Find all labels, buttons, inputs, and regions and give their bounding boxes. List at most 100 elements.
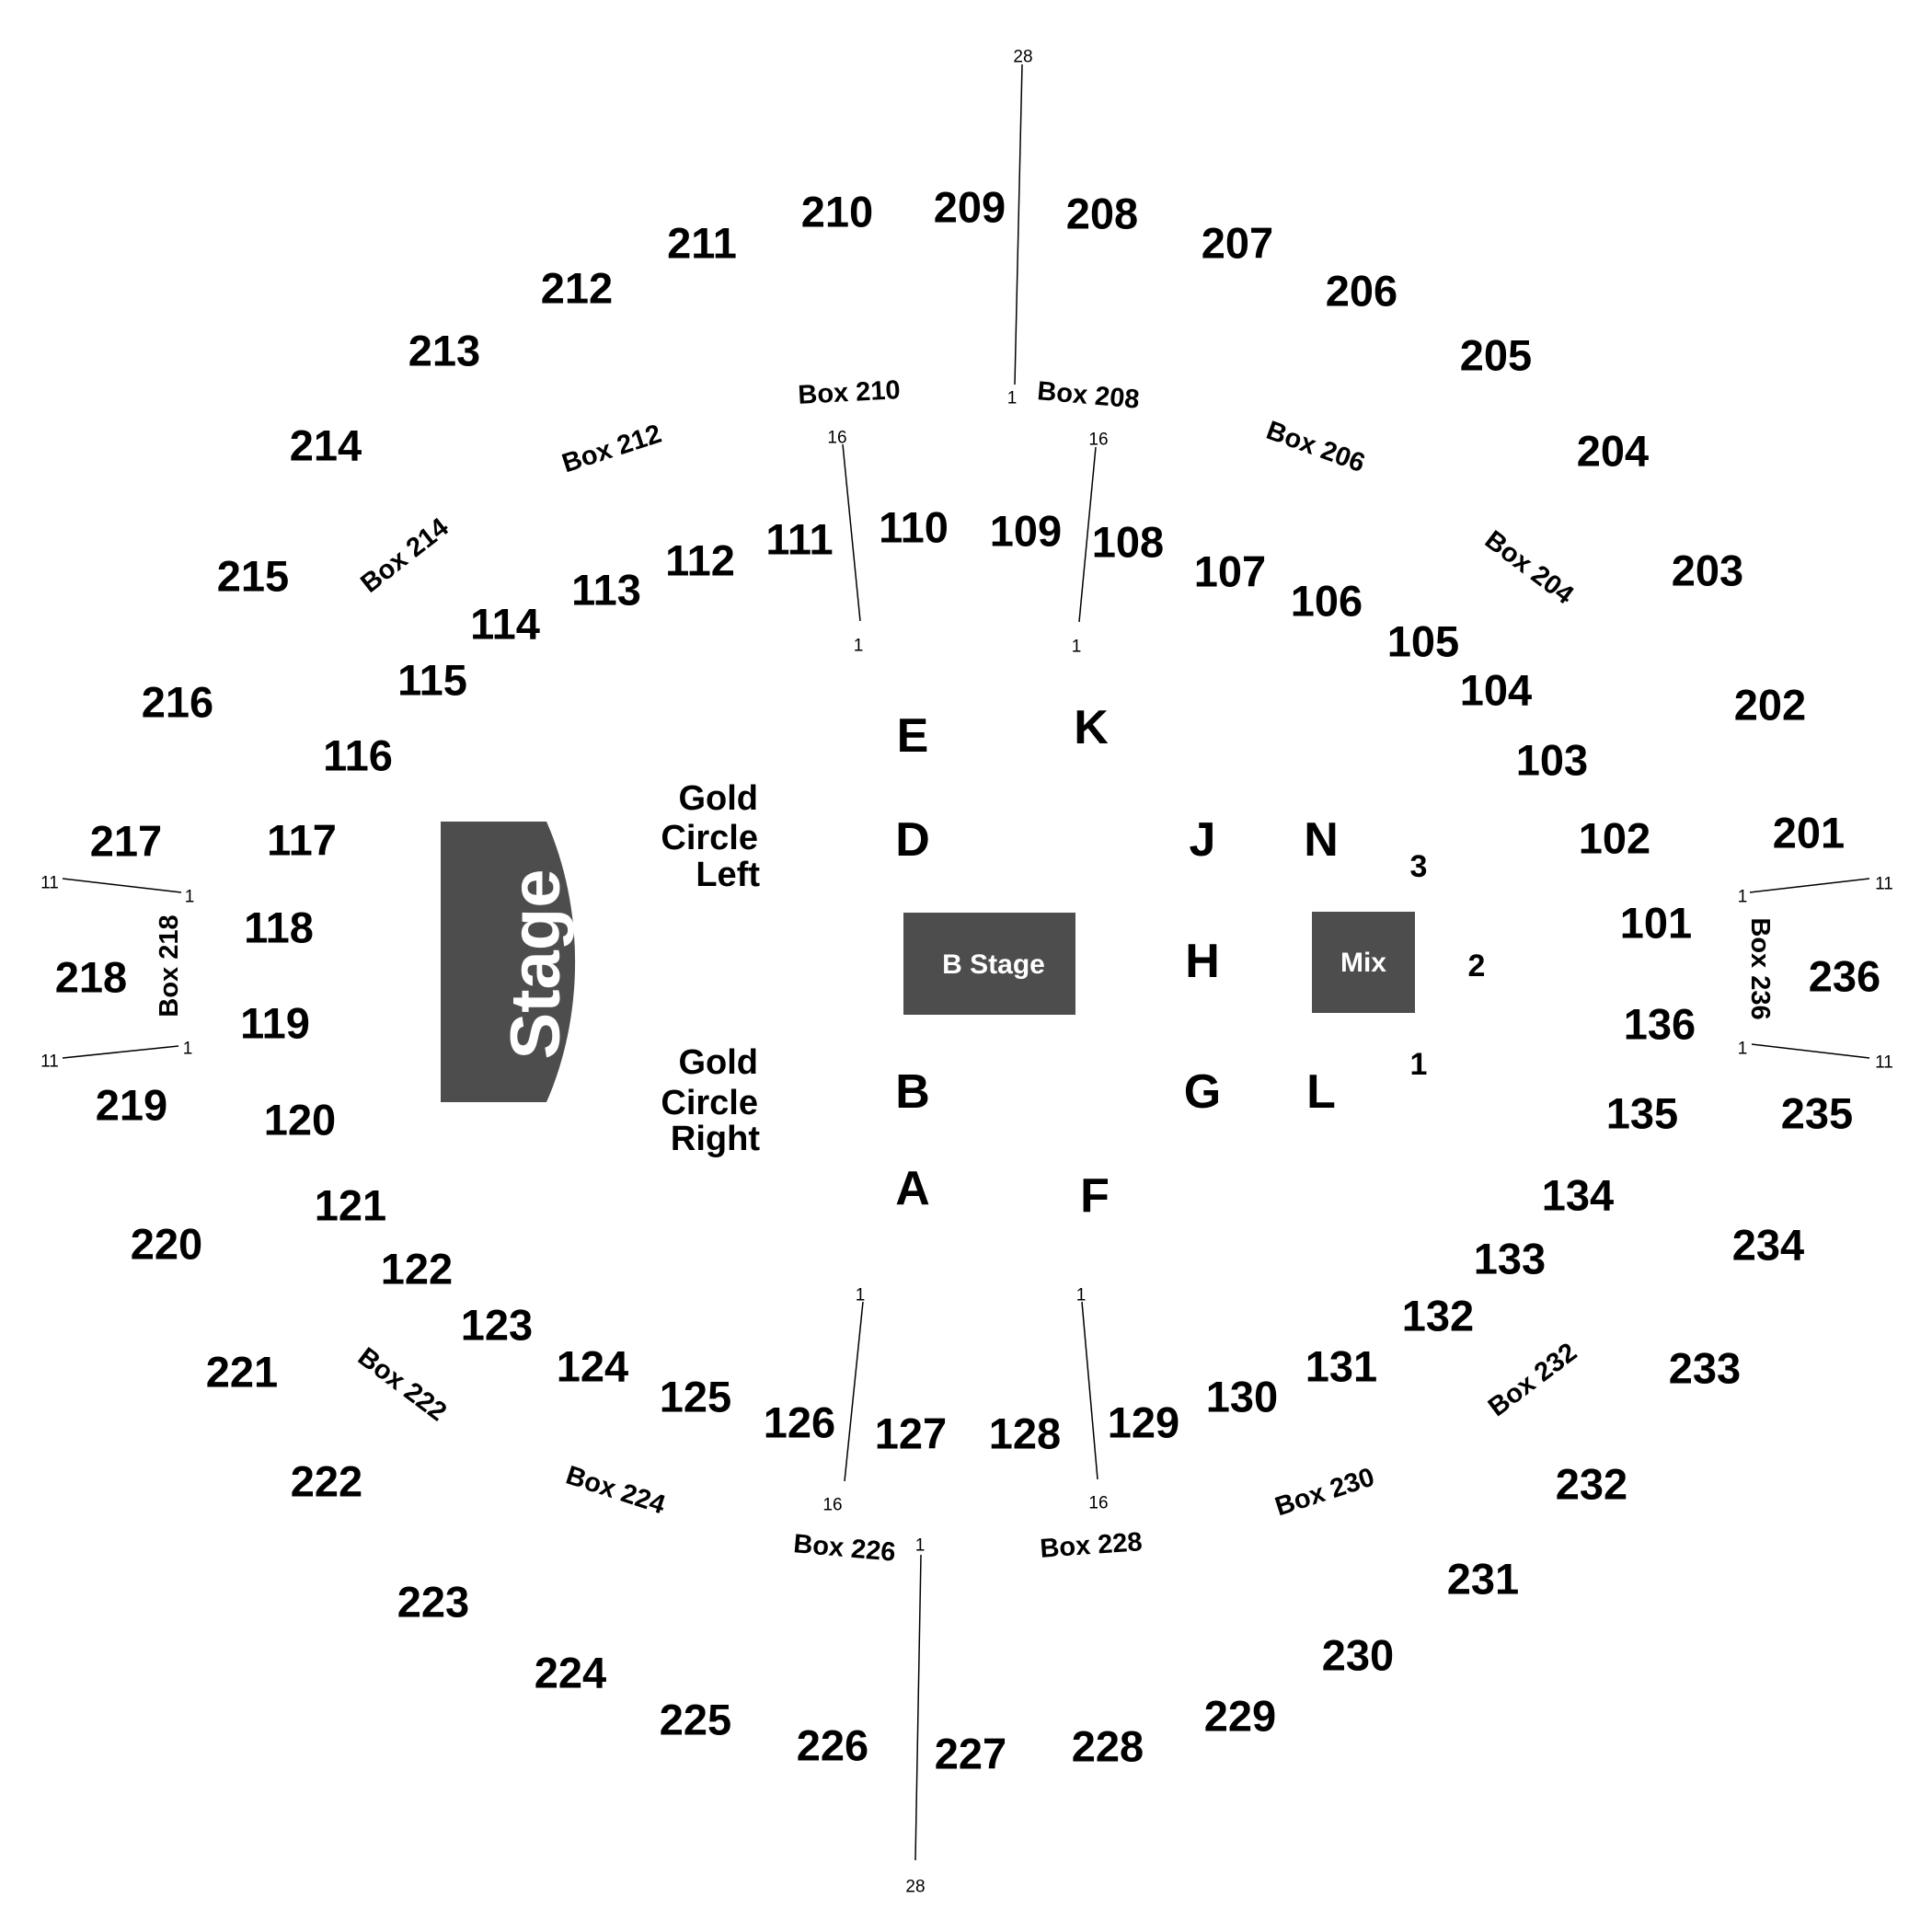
section-229[interactable]: 229: [1204, 1692, 1276, 1741]
pen-section-3[interactable]: 3: [1410, 849, 1428, 884]
section-112[interactable]: 112: [665, 536, 735, 585]
floor-section-a[interactable]: A: [895, 1162, 930, 1215]
section-214[interactable]: 214: [290, 421, 362, 470]
section-122[interactable]: 122: [381, 1245, 453, 1294]
section-box-230[interactable]: Box 230: [1271, 1463, 1378, 1523]
section-224[interactable]: 224: [535, 1649, 606, 1697]
section-box-224[interactable]: Box 224: [562, 1461, 669, 1521]
section-109[interactable]: 109: [990, 507, 1062, 556]
section-201[interactable]: 201: [1773, 809, 1845, 857]
section-206[interactable]: 206: [1326, 267, 1397, 316]
section-231[interactable]: 231: [1447, 1555, 1519, 1604]
section-221[interactable]: 221: [206, 1348, 278, 1397]
section-236[interactable]: 236: [1809, 952, 1880, 1001]
section-135[interactable]: 135: [1606, 1089, 1678, 1138]
section-232[interactable]: 232: [1556, 1460, 1627, 1509]
section-117[interactable]: 117: [267, 816, 337, 865]
section-127[interactable]: 127: [875, 1409, 947, 1458]
section-116[interactable]: 116: [323, 731, 393, 780]
section-108[interactable]: 108: [1092, 518, 1164, 567]
section-105[interactable]: 105: [1387, 617, 1459, 666]
section-box-236[interactable]: Box 236: [1745, 917, 1775, 1019]
section-box-228[interactable]: Box 228: [1039, 1527, 1143, 1564]
section-123[interactable]: 123: [461, 1301, 533, 1350]
section-101[interactable]: 101: [1620, 899, 1692, 948]
section-210[interactable]: 210: [801, 188, 873, 236]
section-102[interactable]: 102: [1579, 814, 1650, 863]
floor-section-k[interactable]: K: [1074, 701, 1109, 754]
section-218[interactable]: 218: [55, 953, 127, 1002]
section-202[interactable]: 202: [1734, 681, 1806, 730]
section-box-226[interactable]: Box 226: [792, 1529, 897, 1568]
section-110[interactable]: 110: [879, 503, 949, 552]
section-115[interactable]: 115: [397, 656, 467, 705]
floor-section-j[interactable]: J: [1190, 813, 1216, 867]
section-125[interactable]: 125: [660, 1373, 731, 1421]
floor-section-b[interactable]: B: [895, 1065, 930, 1119]
section-234[interactable]: 234: [1732, 1221, 1804, 1270]
floor-section-g[interactable]: G: [1184, 1065, 1221, 1119]
floor-section-n[interactable]: N: [1304, 813, 1339, 867]
section-209[interactable]: 209: [934, 183, 1006, 232]
section-box-208[interactable]: Box 208: [1036, 376, 1141, 415]
section-208[interactable]: 208: [1066, 190, 1138, 238]
section-230[interactable]: 230: [1322, 1631, 1394, 1680]
section-219[interactable]: 219: [96, 1081, 167, 1130]
section-203[interactable]: 203: [1672, 546, 1743, 595]
section-130[interactable]: 130: [1206, 1373, 1278, 1421]
floor-section-h[interactable]: H: [1185, 935, 1220, 988]
section-box-206[interactable]: Box 206: [1262, 416, 1368, 478]
section-223[interactable]: 223: [397, 1578, 469, 1627]
section-114[interactable]: 114: [470, 600, 540, 649]
section-136[interactable]: 136: [1624, 1000, 1696, 1049]
section-107[interactable]: 107: [1194, 547, 1266, 596]
section-box-218[interactable]: Box 218: [155, 914, 184, 1017]
pen-section-1[interactable]: 1: [1410, 1047, 1428, 1082]
floor-section-d[interactable]: D: [895, 813, 930, 867]
section-226[interactable]: 226: [797, 1721, 868, 1770]
section-222[interactable]: 222: [291, 1457, 362, 1506]
section-104[interactable]: 104: [1460, 666, 1532, 715]
gold-circle-right[interactable]: Gold Circle Right: [661, 1043, 760, 1158]
section-box-232[interactable]: Box 232: [1483, 1338, 1582, 1422]
section-box-210[interactable]: Box 210: [798, 375, 902, 410]
section-106[interactable]: 106: [1291, 577, 1363, 626]
floor-section-e[interactable]: E: [897, 709, 929, 763]
floor-section-l[interactable]: L: [1306, 1065, 1336, 1119]
section-220[interactable]: 220: [131, 1220, 202, 1269]
section-129[interactable]: 129: [1108, 1398, 1179, 1447]
section-box-222[interactable]: Box 222: [352, 1342, 452, 1427]
pen-section-2[interactable]: 2: [1468, 949, 1486, 983]
section-124[interactable]: 124: [557, 1342, 628, 1391]
section-211[interactable]: 211: [667, 219, 737, 268]
section-134[interactable]: 134: [1542, 1171, 1614, 1220]
section-216[interactable]: 216: [142, 678, 213, 727]
section-128[interactable]: 128: [989, 1409, 1061, 1458]
section-119[interactable]: 119: [240, 999, 310, 1048]
section-235[interactable]: 235: [1781, 1089, 1853, 1138]
section-120[interactable]: 120: [264, 1096, 336, 1144]
section-111[interactable]: 111: [765, 515, 833, 564]
section-132[interactable]: 132: [1402, 1292, 1474, 1340]
b-stage[interactable]: B Stage: [903, 913, 1075, 1015]
section-126[interactable]: 126: [764, 1398, 835, 1447]
section-box-214[interactable]: Box 214: [355, 512, 454, 599]
section-225[interactable]: 225: [660, 1696, 731, 1744]
section-227[interactable]: 227: [935, 1730, 1006, 1778]
section-228[interactable]: 228: [1072, 1722, 1144, 1771]
gold-circle-left[interactable]: Gold Circle Left: [661, 779, 760, 894]
section-103[interactable]: 103: [1516, 736, 1588, 785]
section-207[interactable]: 207: [1202, 219, 1273, 268]
section-113[interactable]: 113: [571, 566, 641, 615]
section-box-204[interactable]: Box 204: [1479, 525, 1579, 610]
section-131[interactable]: 131: [1305, 1342, 1377, 1391]
section-133[interactable]: 133: [1474, 1235, 1546, 1283]
main-stage[interactable]: Stage: [441, 822, 576, 1102]
section-212[interactable]: 212: [541, 264, 613, 313]
section-118[interactable]: 118: [244, 903, 314, 952]
section-205[interactable]: 205: [1460, 331, 1532, 380]
section-233[interactable]: 233: [1669, 1344, 1741, 1393]
floor-section-f[interactable]: F: [1080, 1169, 1110, 1223]
section-217[interactable]: 217: [90, 817, 162, 866]
section-box-212[interactable]: Box 212: [558, 420, 665, 479]
